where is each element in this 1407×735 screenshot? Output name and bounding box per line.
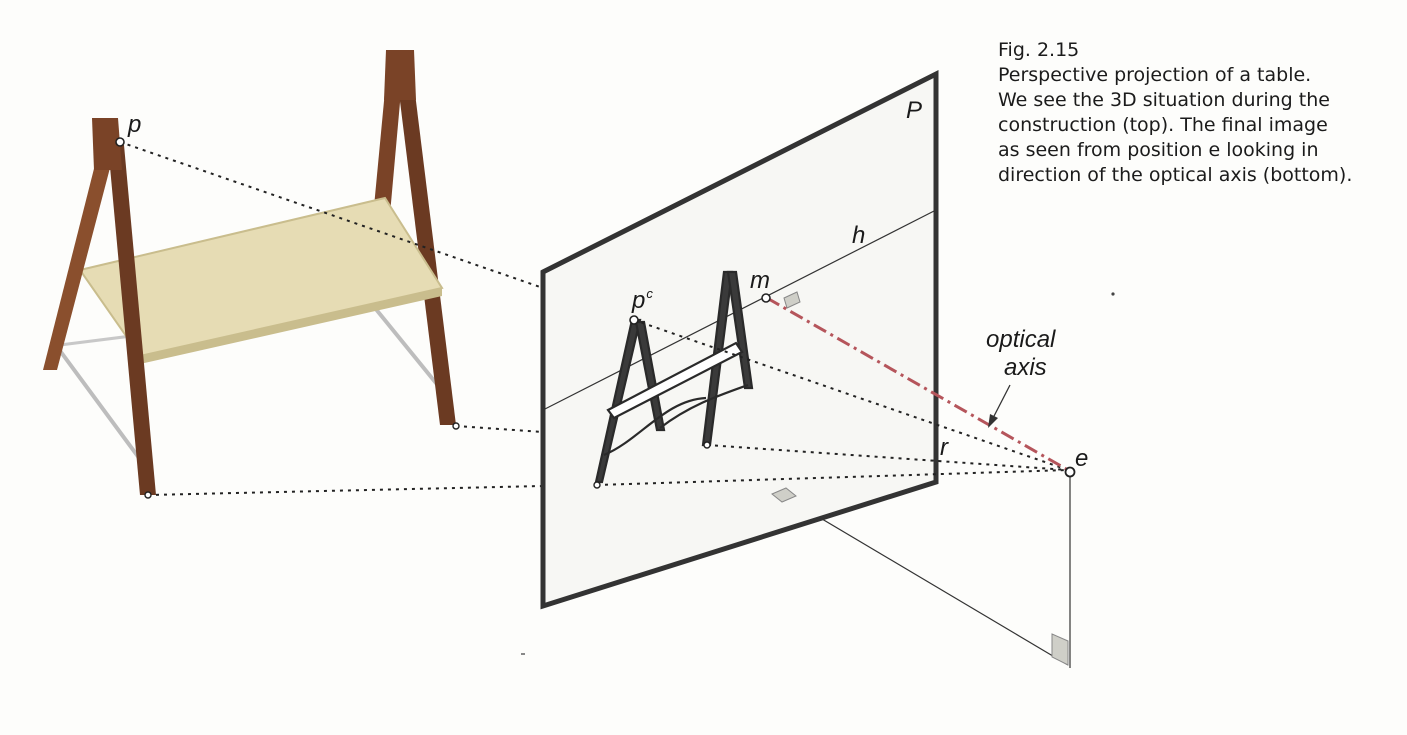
point-pc-marker xyxy=(629,315,639,325)
caption-line-5: direction of the optical axis (bottom). xyxy=(998,164,1353,186)
right-angle-marker-bottom xyxy=(771,487,797,503)
ray-leg-front-to-plane xyxy=(147,485,544,496)
table-leg-back-b xyxy=(398,85,456,425)
ground-line xyxy=(784,496,1069,666)
caption-line-3: construction (top). The final image xyxy=(998,114,1328,136)
label-horizon-h: h xyxy=(852,222,865,249)
table-rod-front xyxy=(56,346,144,464)
table-leg-front-a xyxy=(43,145,116,370)
projected-tabletop xyxy=(606,341,744,420)
point-m-marker xyxy=(761,293,771,303)
ray-leg-back-to-plane xyxy=(455,425,544,433)
scan-speck-1 xyxy=(1111,292,1115,296)
ray-leg-left-to-eye xyxy=(596,469,1069,486)
right-angle-marker-m xyxy=(783,291,801,309)
caption-line-1: Perspective projection of a table. xyxy=(998,64,1312,86)
projected-table xyxy=(594,270,754,484)
projected-stretcher-front xyxy=(603,396,707,457)
scan-speck-2 xyxy=(521,653,525,655)
ground-construction xyxy=(784,472,1071,668)
projection-rays-to-eye xyxy=(596,319,1069,486)
label-m: m xyxy=(750,267,770,294)
table-rod-back xyxy=(373,306,442,390)
table-leg-front-top xyxy=(92,118,122,170)
table-top-edge xyxy=(140,288,442,364)
caption-line-4: as seen from position e looking in xyxy=(998,139,1319,161)
point-e-marker xyxy=(1064,466,1076,478)
right-angle-marker-ground xyxy=(1051,633,1069,666)
caption-fig-number: Fig. 2.15 xyxy=(998,39,1080,61)
point-leg-back-marker xyxy=(452,422,460,430)
optical-axis-arrow xyxy=(988,384,1011,428)
point-leg-front-marker xyxy=(144,491,152,499)
point-projected-right-marker xyxy=(703,441,711,449)
label-eye-e: e xyxy=(1075,445,1088,472)
label-plane-P: P xyxy=(906,97,922,124)
point-projected-left-marker xyxy=(593,481,601,489)
label-p: p xyxy=(127,111,141,138)
label-ray-r: r xyxy=(940,434,949,461)
label-optical-axis-1: optical xyxy=(986,326,1056,353)
caption-line-2: We see the 3D situation during the xyxy=(998,89,1330,111)
table-3d xyxy=(43,50,456,495)
ray-p-to-plane xyxy=(119,141,544,289)
table-leg-back-top xyxy=(384,50,416,100)
label-optical-axis-2: axis xyxy=(1004,354,1047,381)
point-p-marker xyxy=(115,137,125,147)
projection-rays-outer xyxy=(119,141,544,496)
projected-stretcher-back xyxy=(659,383,749,429)
label-pc: pc xyxy=(631,286,653,314)
table-leg-front-b xyxy=(108,145,156,495)
label-pc-superscript: c xyxy=(646,286,653,301)
figure-caption: Fig. 2.15 Perspective projection of a ta… xyxy=(998,38,1398,188)
optical-axis-line xyxy=(766,296,1069,472)
